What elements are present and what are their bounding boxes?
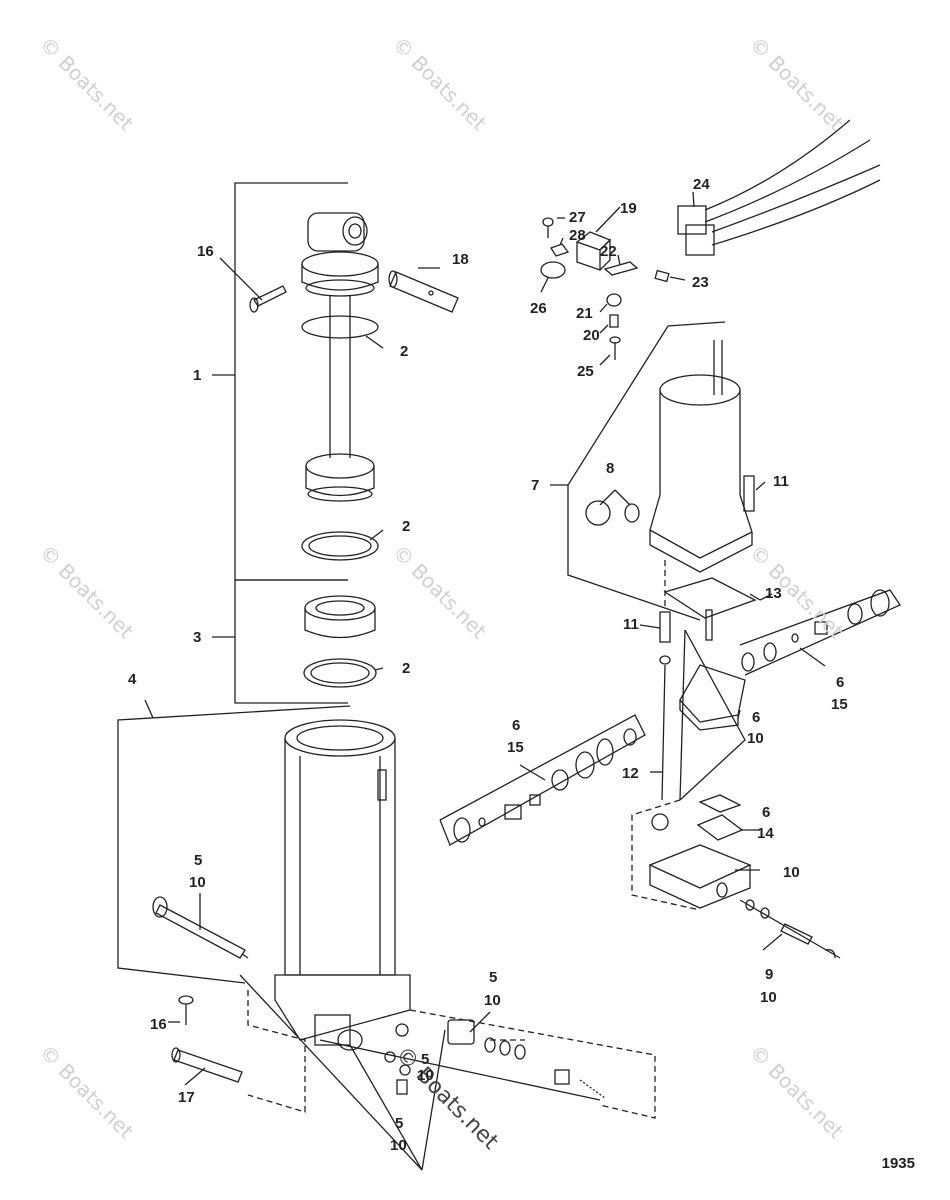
callout-label: 10 bbox=[390, 1137, 407, 1154]
wiring-harness-24 bbox=[677, 119, 881, 256]
callout-label: 5 bbox=[395, 1115, 404, 1132]
bushing-20 bbox=[609, 314, 619, 328]
callout-label: 13 bbox=[765, 585, 782, 602]
callout-label: 20 bbox=[583, 327, 600, 344]
callout-label: 10 bbox=[747, 730, 764, 747]
callout-label: 5 bbox=[489, 969, 498, 986]
callout-label: 23 bbox=[692, 274, 709, 291]
callout-label: 22 bbox=[600, 243, 617, 260]
callout-label: 15 bbox=[507, 739, 524, 756]
callout-label: 8 bbox=[606, 460, 615, 477]
valve-row-right-6-15 bbox=[739, 589, 901, 676]
pump-body bbox=[679, 629, 746, 801]
bracket-item-3 bbox=[212, 579, 348, 704]
callout-label: 2 bbox=[402, 660, 411, 677]
callout-label: 7 bbox=[531, 477, 540, 494]
callout-label: 5 bbox=[421, 1051, 430, 1068]
bracket-22 bbox=[603, 261, 639, 276]
callout-label: 10 bbox=[484, 992, 501, 1009]
trim-rod-assembly bbox=[301, 212, 379, 502]
grommet-21 bbox=[606, 293, 622, 307]
callout-label: 9 bbox=[765, 966, 774, 983]
valve-parts-5-10 bbox=[319, 1019, 606, 1101]
callout-label: 6 bbox=[752, 709, 761, 726]
callout-label: 12 bbox=[622, 765, 639, 782]
callout-label: 1 bbox=[193, 367, 202, 384]
valve-row-6-15 bbox=[439, 714, 646, 846]
callout-label: 26 bbox=[530, 300, 547, 317]
callout-label: 24 bbox=[693, 176, 710, 193]
screw-27 bbox=[542, 217, 554, 238]
relay-19 bbox=[575, 231, 612, 271]
callout-label: 19 bbox=[620, 200, 637, 217]
bracket-item-1 bbox=[212, 182, 348, 581]
ground-wire-12 bbox=[651, 664, 669, 831]
pin-18 bbox=[388, 270, 459, 313]
callout-label: 2 bbox=[400, 343, 409, 360]
pump-motor bbox=[649, 340, 753, 573]
manifold-10 bbox=[648, 844, 752, 909]
filter-6-14 bbox=[696, 794, 744, 841]
valve-9-10 bbox=[739, 899, 841, 959]
callout-label: 16 bbox=[150, 1016, 167, 1033]
callout-label: 10 bbox=[189, 874, 206, 891]
screw-11-mid bbox=[659, 611, 671, 665]
piston-item-3 bbox=[304, 595, 376, 639]
callout-label: 3 bbox=[193, 629, 202, 646]
o-ring-2-upper bbox=[301, 315, 379, 339]
callout-label: 5 bbox=[194, 852, 203, 869]
callout-label: 21 bbox=[576, 305, 593, 322]
motor-bracket-7 bbox=[550, 321, 726, 621]
pin-17 bbox=[171, 1047, 243, 1083]
callout-label: 18 bbox=[452, 251, 469, 268]
callout-label: 11 bbox=[623, 616, 639, 633]
callout-label: 11 bbox=[773, 473, 789, 490]
bracket-item-4 bbox=[117, 699, 351, 984]
callout-label: 6 bbox=[836, 674, 845, 691]
callout-label: 25 bbox=[577, 363, 594, 380]
callout-label: 10 bbox=[783, 864, 800, 881]
callout-label: 10 bbox=[760, 989, 777, 1006]
callout-label: 27 bbox=[569, 209, 586, 226]
leader-lines bbox=[168, 191, 826, 1086]
callout-label: 6 bbox=[762, 804, 771, 821]
callout-label: 14 bbox=[757, 825, 774, 842]
pin-16-top bbox=[249, 285, 287, 313]
callout-label: 15 bbox=[831, 696, 848, 713]
screw-11-top bbox=[743, 475, 755, 512]
gasket-13 bbox=[663, 577, 757, 619]
callout-label: 17 bbox=[178, 1089, 195, 1106]
fuse-23 bbox=[654, 269, 670, 283]
callout-label: 16 bbox=[197, 243, 214, 260]
clamp-26 bbox=[540, 261, 566, 279]
clip-28 bbox=[550, 243, 570, 257]
o-ring-2-middle bbox=[301, 531, 379, 561]
o-ring-2-lower bbox=[303, 658, 377, 688]
callout-label: 4 bbox=[128, 671, 137, 688]
figure-number: 1935 bbox=[881, 1155, 915, 1172]
callout-label: 6 bbox=[512, 717, 521, 734]
callout-label: 2 bbox=[402, 518, 411, 535]
callout-label: 10 bbox=[417, 1067, 434, 1084]
screw-25 bbox=[609, 336, 621, 360]
fill-plug-8 bbox=[585, 500, 640, 526]
cylinder-body bbox=[274, 719, 411, 1051]
screw-13 bbox=[705, 609, 713, 641]
pin-16-bottom bbox=[178, 995, 194, 1025]
callout-label: 28 bbox=[569, 227, 586, 244]
bolt-5-10 bbox=[152, 896, 249, 959]
